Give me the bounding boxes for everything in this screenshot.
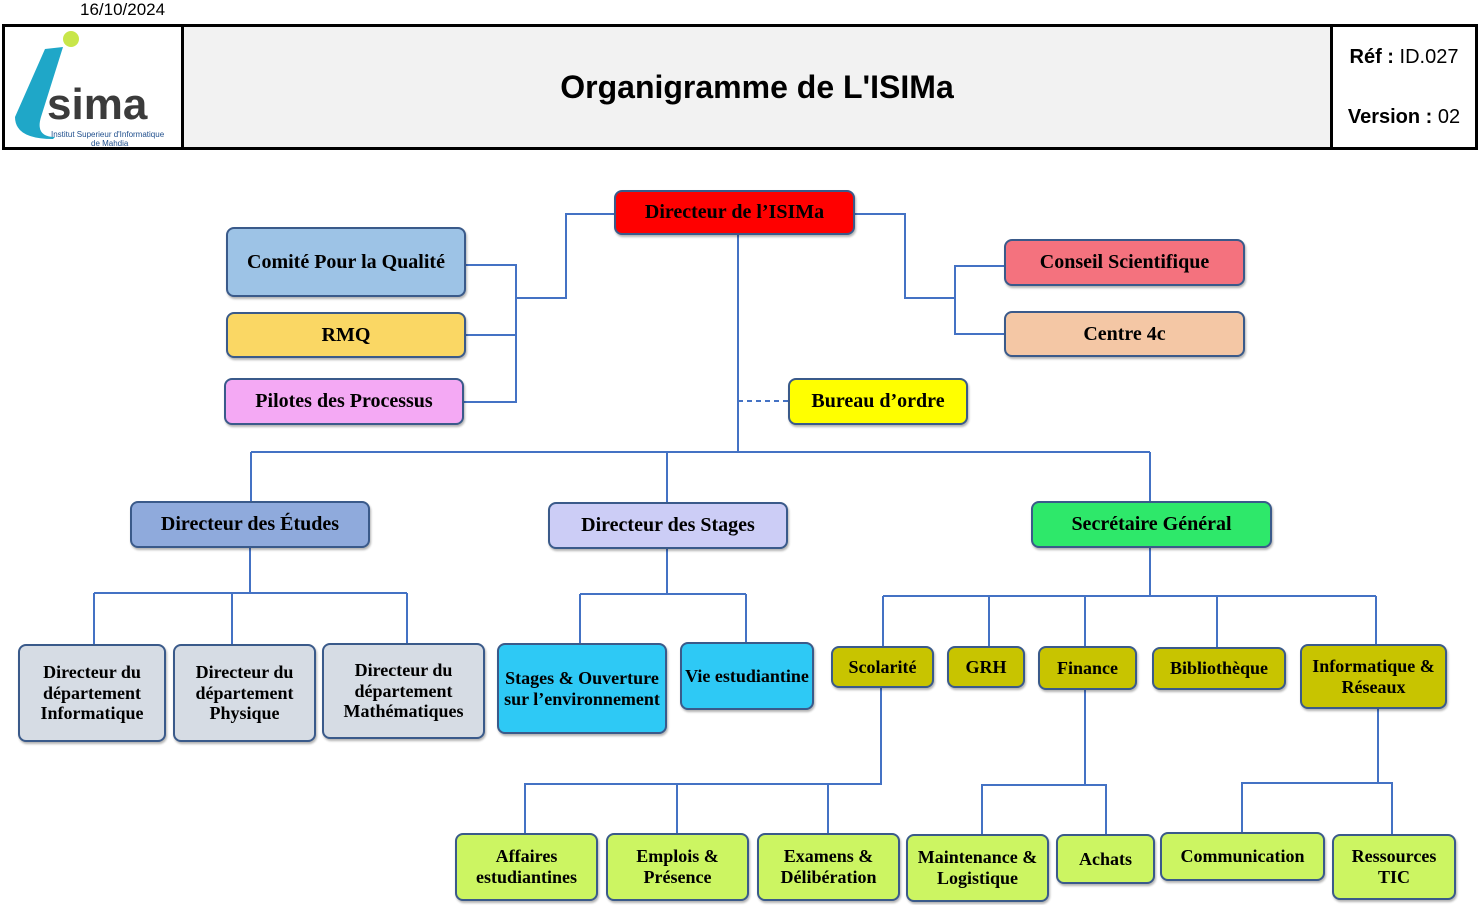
node-scolarite: Scolarité [831,646,934,688]
node-examens-deliberation: Examens & Délibération [757,833,900,901]
ref-value: ID.027 [1399,45,1459,68]
node-directeur-stages: Directeur des Stages [548,502,788,549]
node-dep-physique: Directeur du département Physique [173,644,316,742]
svg-text:de Mahdia: de Mahdia [91,139,129,147]
node-pilotes: Pilotes des Processus [224,378,464,425]
version-label: Version : [1347,105,1433,128]
node-centre-4c: Centre 4c [1004,311,1245,357]
node-grh: GRH [947,646,1025,688]
node-bibliotheque: Bibliothèque [1152,647,1286,690]
node-directeur-etudes: Directeur des Études [130,501,370,548]
node-secretaire-general: Secrétaire Général [1031,501,1272,548]
node-finance: Finance [1038,646,1137,690]
ref-label: Réf : [1349,45,1394,68]
svg-text:sima: sima [47,80,148,129]
page-title: Organigramme de L'ISIMa [184,27,1330,147]
node-maintenance-logistique: Maintenance & Logistique [906,834,1049,902]
node-comite-qualite: Comité Pour la Qualité [226,227,466,297]
node-dep-mathematiques: Directeur du département Mathématiques [322,643,485,739]
node-dep-informatique: Directeur du département Informatique [18,644,166,742]
isima-logo: sima Institut Superieur d'Informatique d… [5,27,184,148]
node-affaires-estudiantines: Affaires estudiantines [455,833,598,901]
svg-text:Institut Superieur d'Informati: Institut Superieur d'Informatique [51,130,165,139]
document-header: sima Institut Superieur d'Informatique d… [2,24,1478,150]
node-bureau-ordre: Bureau d’ordre [788,378,968,425]
node-informatique-reseaux: Informatique & Réseaux [1300,644,1447,709]
reference-block: Réf : ID.027 Version : 02 [1330,27,1475,147]
version-value: 02 [1437,105,1461,128]
date: 16/10/2024 [80,0,166,19]
node-emplois-presence: Emplois & Présence [606,833,749,901]
node-conseil-scientifique: Conseil Scientifique [1004,239,1245,286]
node-rmq: RMQ [226,312,466,358]
node-directeur: Directeur de l’ISIMa [614,190,855,235]
node-ressources-tic: Ressources TIC [1332,834,1456,900]
node-vie-estudiantine: Vie estudiantine [680,642,814,710]
node-achats: Achats [1056,834,1155,884]
node-communication: Communication [1160,832,1325,881]
node-stages-ouverture: Stages & Ouverture sur l’environnement [497,643,667,734]
